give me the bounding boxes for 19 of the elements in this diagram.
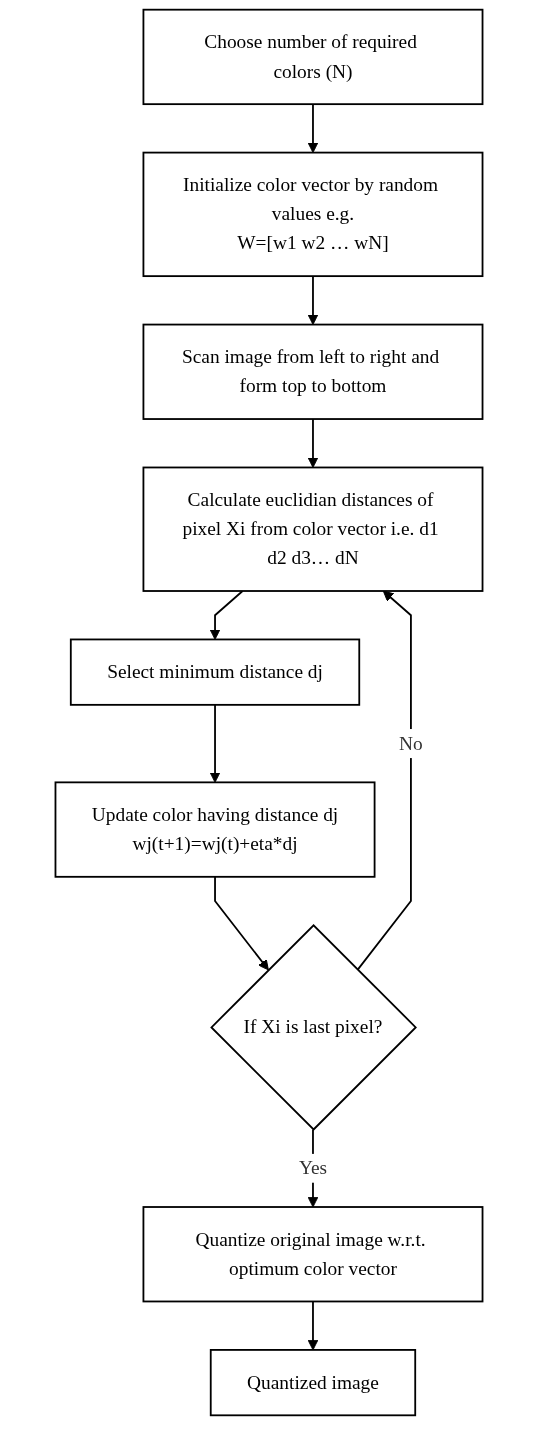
node-box: Quantize original image w.r.t. optimum color vector xyxy=(142,1206,484,1303)
arrow xyxy=(307,1300,319,1351)
arrow xyxy=(307,418,319,468)
arrow xyxy=(209,703,221,783)
node-box: Update color having distance dj wj(t+1)=wj(t)+eta*dj xyxy=(54,781,376,878)
node-box: Scan image from left to right and form top to bottom xyxy=(142,323,484,420)
node-diamond: If Xi is last pixel? xyxy=(210,923,417,1131)
edge-label: No xyxy=(399,732,423,754)
node-box: Select minimum distance dj xyxy=(69,638,361,706)
arrow xyxy=(307,103,319,154)
arrow xyxy=(356,590,412,971)
arrow xyxy=(214,875,269,971)
arrow xyxy=(209,590,244,640)
arrow xyxy=(307,275,319,326)
node-box: Calculate euclidian distances of pixel Xi from color vector i.e. d1 d2 d3… dN xyxy=(142,466,484,592)
node-box: Initialize color vector by random values e.g. W=[w1 w2 … wN] xyxy=(142,151,484,278)
edge-label: Yes xyxy=(298,1157,328,1178)
node-box: Choose number of required colors (N) xyxy=(142,8,484,106)
node-box: Quantized image xyxy=(209,1349,417,1417)
